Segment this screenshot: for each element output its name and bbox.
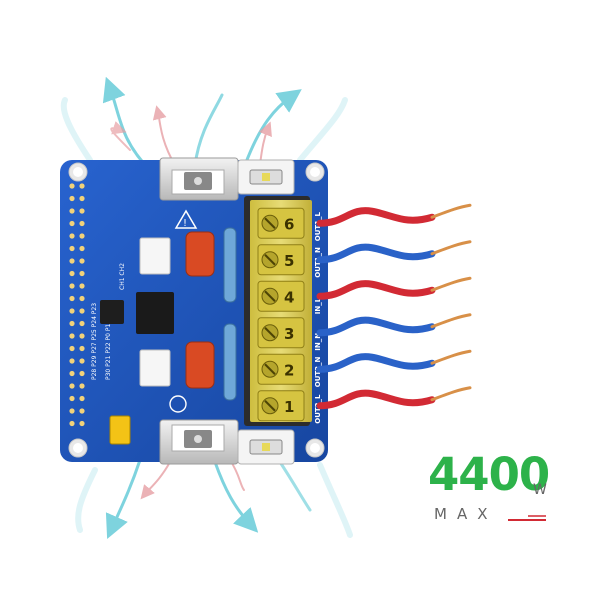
header-pin — [79, 358, 85, 364]
header-pin — [79, 245, 85, 252]
header-pin — [69, 358, 75, 364]
header-top-label: GND — [135, 65, 142, 79]
fuse-holder-bottom — [237, 429, 295, 465]
header-pin — [79, 320, 85, 327]
terminal-screw-slot — [264, 254, 276, 266]
wire-copper — [430, 349, 472, 365]
terminal-screw-slot — [264, 217, 276, 229]
header-pin — [69, 370, 75, 377]
output-label: OUT2_L — [314, 394, 322, 424]
terminal-number: 5 — [284, 252, 294, 270]
header-pin — [69, 345, 75, 352]
output-label: IN_N — [314, 333, 322, 351]
header-pin — [79, 308, 85, 314]
wire-copper — [430, 313, 472, 329]
output-label: OUT1_L — [314, 211, 322, 241]
header-pin — [79, 383, 85, 389]
header-side-label: CH1 CH2 — [119, 263, 126, 290]
header-pin — [79, 420, 85, 427]
header-pin — [79, 220, 85, 227]
terminal-number: 1 — [284, 398, 294, 416]
header-top-label: VCC — [145, 67, 152, 79]
header-pin — [69, 195, 75, 202]
header-side-label: P28 P29 P27 P25 P24 P23 — [91, 303, 98, 380]
terminal-screw-slot — [264, 400, 276, 412]
fuse-holder-top — [237, 159, 295, 195]
header-pin — [79, 295, 85, 302]
header-pin — [69, 320, 75, 327]
wire-copper — [430, 240, 472, 256]
header-top-label: TX/SDA — [115, 56, 122, 80]
wire-insulation — [316, 243, 436, 264]
header-pin — [79, 195, 85, 202]
wire-insulation — [316, 207, 436, 227]
wire-copper — [430, 386, 472, 402]
power-unit: W — [533, 482, 547, 498]
terminal-screw-slot — [264, 363, 276, 375]
header-pin — [69, 295, 75, 302]
power-value: 4400 — [428, 448, 550, 501]
header-pin — [69, 270, 75, 277]
header-top-label: RX/SCL — [125, 57, 132, 79]
header-pin — [79, 283, 85, 289]
header-pin — [79, 370, 85, 377]
header-side-label: P30 P21 P22 P0 P1 P2 — [105, 314, 112, 380]
wire-insulation — [316, 353, 436, 373]
header-pin — [79, 208, 85, 214]
terminal-number: 2 — [284, 361, 294, 379]
header-pin — [79, 183, 85, 189]
output-wires — [316, 203, 472, 410]
header-pin — [69, 283, 75, 289]
terminal-number: 3 — [284, 325, 294, 343]
header-pin — [69, 208, 75, 214]
wire-insulation — [316, 280, 436, 300]
wire-copper — [430, 203, 472, 219]
max-underline — [508, 515, 546, 521]
header-pin — [69, 308, 75, 314]
terminal-screw-slot — [264, 327, 276, 339]
header-pin — [69, 233, 75, 239]
terminal-number: 6 — [284, 215, 294, 233]
heatsink-bottom — [159, 419, 239, 465]
wire-insulation — [316, 389, 436, 410]
airflow-bottom — [75, 458, 353, 539]
svg-text:!: ! — [183, 218, 187, 229]
header-pin — [69, 258, 75, 264]
header-pin — [69, 408, 75, 414]
wire-insulation — [316, 316, 436, 337]
header-pin — [79, 395, 85, 402]
terminal-screw-slot — [264, 290, 276, 302]
header-pin — [69, 420, 75, 427]
header-pin — [79, 345, 85, 352]
header-pin — [79, 333, 85, 339]
components: ! — [100, 209, 237, 445]
header-pin — [79, 258, 85, 264]
terminal-number: 4 — [284, 288, 294, 306]
output-label: IN_L — [314, 297, 322, 314]
header-pin — [69, 333, 75, 339]
header-pin — [69, 395, 75, 402]
header-pin — [79, 233, 85, 239]
power-max-label: MAX — [434, 505, 498, 523]
header-pin — [69, 383, 75, 389]
header-pin — [79, 270, 85, 277]
header-pin — [69, 183, 75, 189]
terminal-block: 6 5 4 3 2 1 — [244, 196, 312, 426]
header-pin — [69, 245, 75, 252]
header-pin — [69, 220, 75, 227]
header-pin — [79, 408, 85, 414]
heatsink-top — [159, 157, 239, 201]
wire-copper — [430, 276, 472, 292]
